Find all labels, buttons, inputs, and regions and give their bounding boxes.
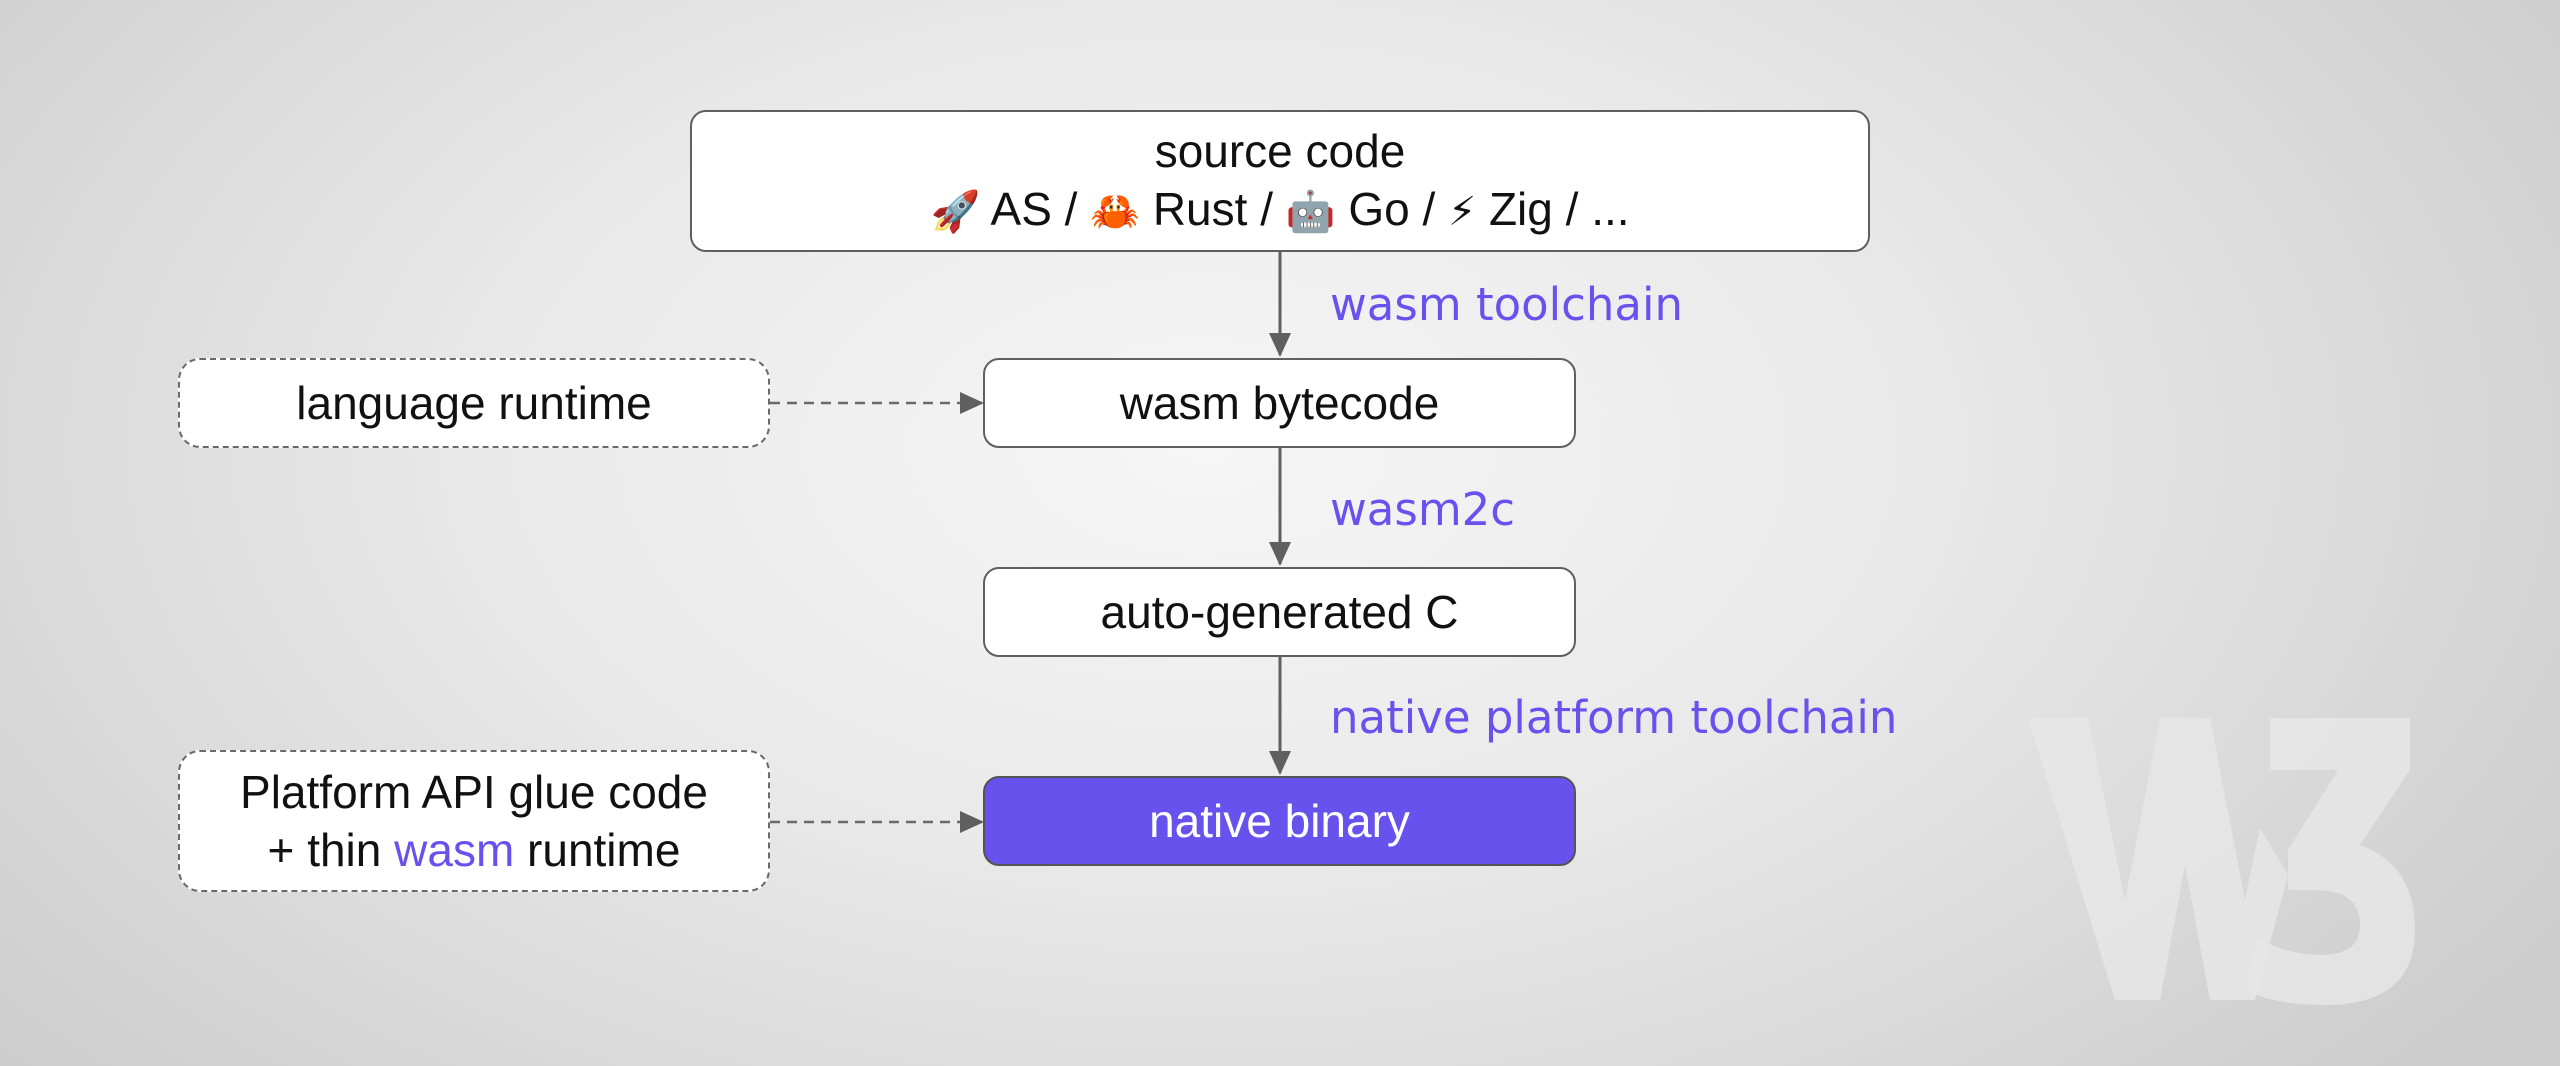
language-separator: /	[1409, 182, 1449, 235]
edge-label-wasm2c: wasm2c	[1330, 483, 1516, 536]
source-code-node: source code 🚀 AS / 🦀 Rust / 🤖 Go / ⚡ Zig…	[690, 110, 1870, 252]
native-binary-node: native binary	[983, 776, 1576, 866]
rocket-icon: 🚀	[930, 188, 981, 235]
platform-glue-node: Platform API glue code + thin wasm runti…	[178, 750, 770, 892]
platform-glue-suffix: runtime	[514, 824, 681, 876]
language-runtime-node: language runtime	[178, 358, 770, 448]
language-separator: /	[1552, 182, 1592, 235]
robot-icon: 🤖	[1285, 188, 1336, 235]
language-list: 🚀 AS / 🦀 Rust / 🤖 Go / ⚡ Zig / ...	[930, 180, 1629, 241]
wasm-bytecode-node: wasm bytecode	[983, 358, 1576, 448]
source-code-title: source code	[1154, 124, 1406, 177]
platform-glue-line1: Platform API glue code	[240, 766, 708, 818]
auto-generated-c-node: auto-generated C	[983, 567, 1576, 657]
auto-generated-c-label: auto-generated C	[1100, 586, 1459, 638]
language-go: Go	[1348, 182, 1410, 235]
language-rust: Rust	[1152, 182, 1248, 235]
lightning-icon: ⚡	[1448, 188, 1477, 235]
language-zig: Zig	[1488, 182, 1553, 235]
native-binary-label: native binary	[1149, 795, 1410, 847]
platform-glue-prefix: + thin	[267, 824, 395, 876]
language-as: AS	[990, 182, 1052, 235]
language-separator: /	[1051, 182, 1091, 235]
crab-icon: 🦀	[1090, 188, 1141, 235]
platform-glue-line2: + thin wasm runtime	[268, 821, 681, 879]
language-runtime-label: language runtime	[296, 377, 652, 429]
edge-label-wasm-toolchain: wasm toolchain	[1330, 278, 1684, 331]
wasm-bytecode-label: wasm bytecode	[1119, 377, 1440, 429]
w3-watermark-logo	[2028, 718, 2415, 1005]
language-more: ...	[1591, 182, 1630, 235]
platform-glue-wasm: wasm	[394, 824, 515, 876]
edge-label-native-platform-toolchain: native platform toolchain	[1330, 691, 1898, 744]
language-separator: /	[1247, 182, 1286, 235]
